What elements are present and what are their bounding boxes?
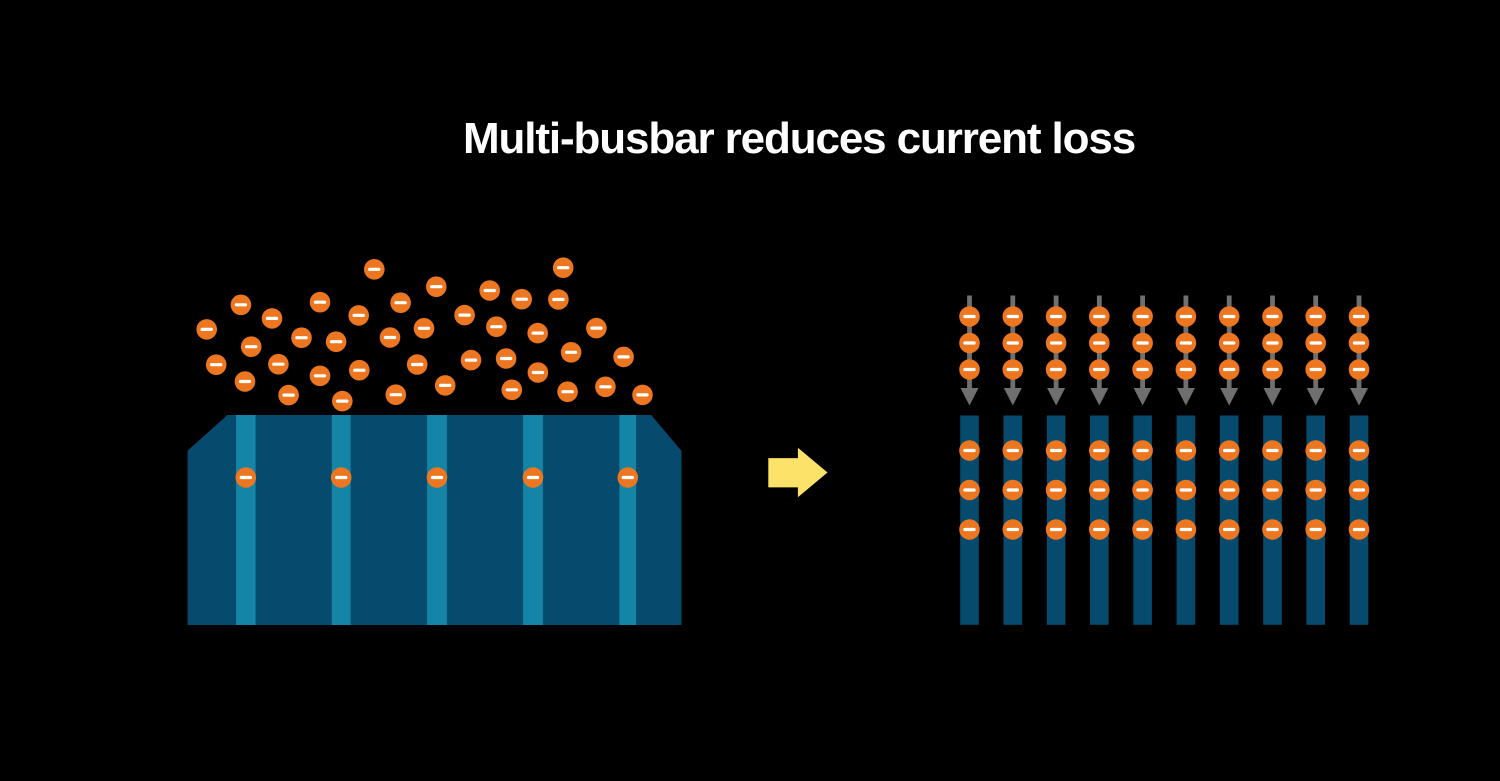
svg-text:Multi-busbar reduces current l: Multi-busbar reduces current loss bbox=[463, 114, 1135, 163]
